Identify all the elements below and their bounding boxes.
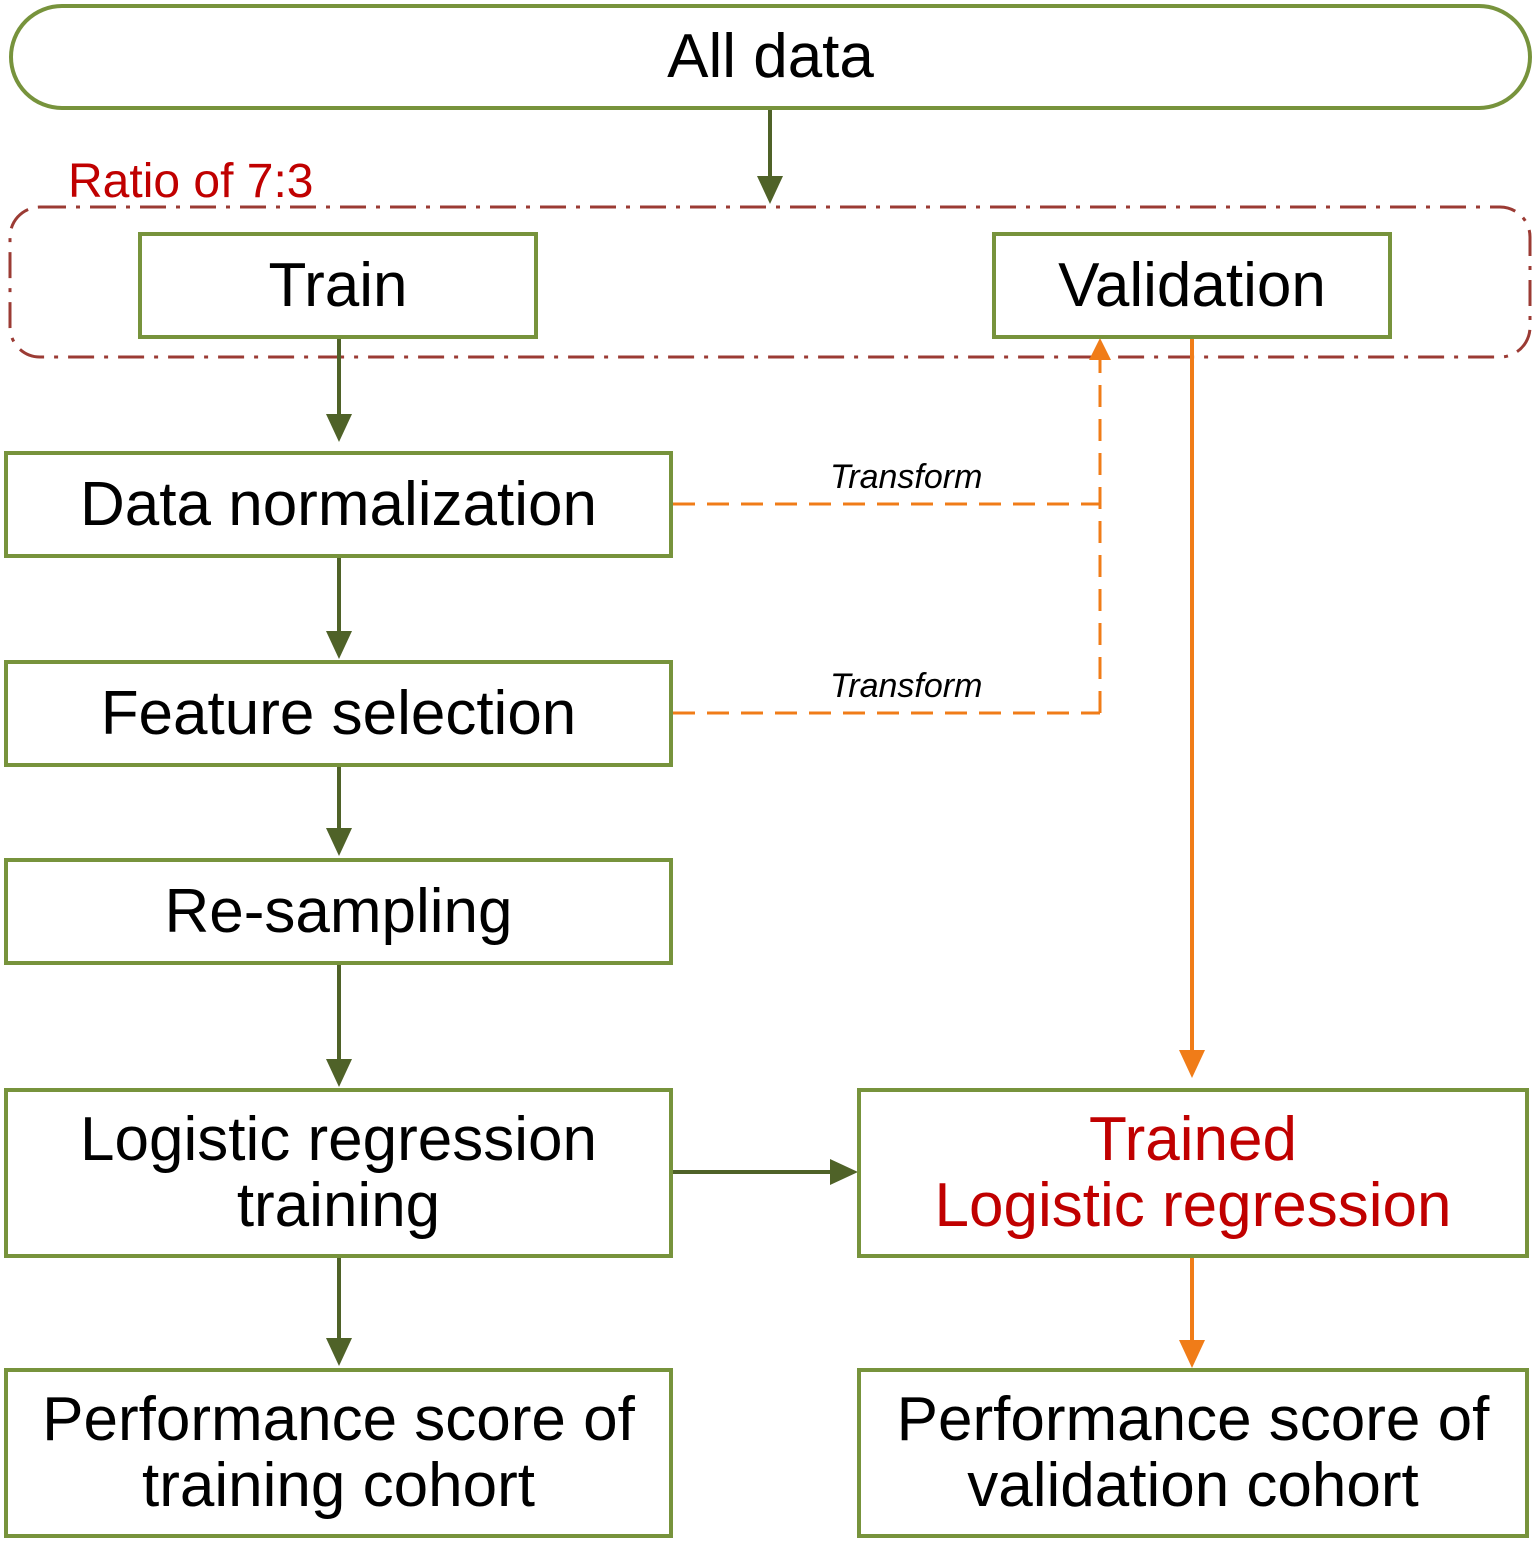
lr-training-node: Logistic regression training [4,1088,673,1258]
arrowhead-perf-training [326,1338,352,1366]
feature-selection-node: Feature selection [4,660,673,767]
perf-validation-node: Performance score of validation cohort [857,1368,1529,1538]
data-normalization-label: Data normalization [80,469,597,539]
arrowhead-train [326,414,352,442]
trained-lr-line-1: Trained [1089,1105,1297,1174]
perf-training-line-2: training cohort [142,1451,535,1520]
perf-validation-line-1: Performance score of [896,1385,1490,1454]
arrowhead-normalization [326,631,352,659]
lr-training-line-2: training [236,1171,441,1240]
arrowhead-perf-validation [1179,1340,1205,1368]
all-data-label: All data [667,22,874,91]
all-data-node: All data [9,4,1532,110]
arrowhead-validation-down [1179,1050,1205,1078]
validation-label: Validation [1058,250,1326,320]
perf-validation-line-2: validation cohort [967,1451,1419,1520]
feature-selection-label: Feature selection [100,678,577,748]
transform-label-1: Transform [830,458,983,496]
validation-node: Validation [992,232,1392,339]
arrowhead-resampling [326,1059,352,1087]
transform-label-2: Transform [830,667,983,705]
train-label: Train [268,250,408,320]
split-group-outline [8,205,1532,359]
arrowhead-training-right [830,1159,858,1185]
perf-training-node: Performance score of training cohort [4,1368,673,1538]
arrowhead-selection [326,828,352,856]
lr-training-line-1: Logistic regression [80,1105,597,1174]
arrowhead-transform-up [1089,338,1111,360]
resampling-label: Re-sampling [164,876,513,946]
trained-lr-line-2: Logistic regression [934,1171,1452,1240]
train-node: Train [138,232,538,339]
perf-training-line-1: Performance score of [42,1385,635,1454]
trained-lr-node: Trained Logistic regression [857,1088,1529,1258]
data-normalization-node: Data normalization [4,451,673,558]
arrowhead-alldata [757,176,783,204]
split-ratio-label: Ratio of 7:3 [68,155,314,208]
resampling-node: Re-sampling [4,858,673,965]
